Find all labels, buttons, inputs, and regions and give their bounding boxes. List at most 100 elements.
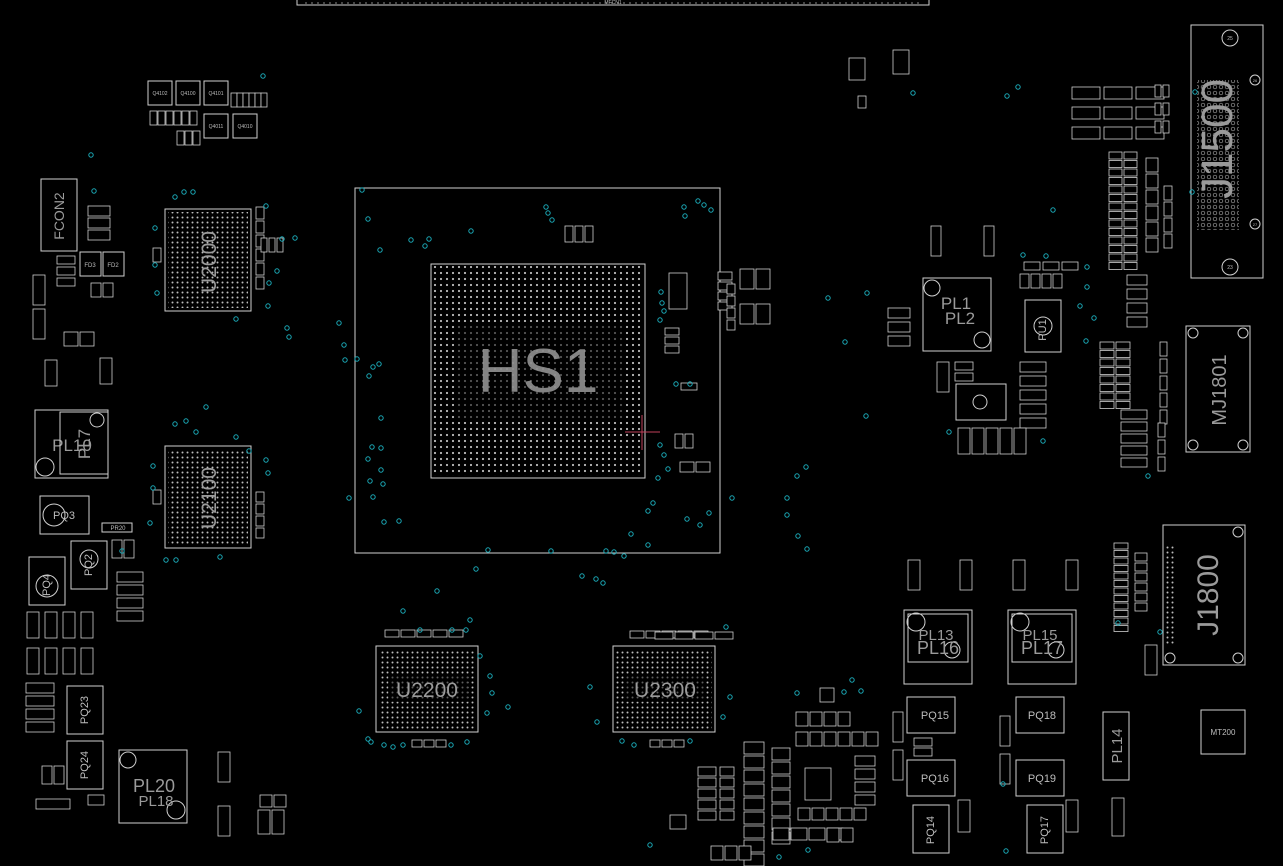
via xyxy=(1004,93,1010,99)
pq19-transistor: PQ19 xyxy=(1015,759,1065,797)
smd-pad xyxy=(116,584,144,596)
pu1-chip: PU1 xyxy=(1024,299,1062,353)
smd-pad xyxy=(679,461,695,473)
via xyxy=(681,204,687,210)
smd-pad xyxy=(62,611,76,639)
smd-pad xyxy=(273,794,287,808)
via xyxy=(265,303,271,309)
smd-pad xyxy=(1134,592,1148,602)
mj1801-connector: MJ1801 xyxy=(1185,325,1251,453)
smd-pad xyxy=(1123,168,1138,177)
smd-pad xyxy=(79,331,95,347)
q4011-label: Q4011 xyxy=(209,124,224,130)
smd-pad xyxy=(809,731,823,747)
smd-pad xyxy=(1162,120,1170,134)
smd-pad xyxy=(271,809,285,835)
smd-pad xyxy=(1108,160,1123,168)
smd-pad xyxy=(743,783,765,797)
smd-pad xyxy=(1123,151,1138,160)
smd-pad xyxy=(684,433,694,449)
via xyxy=(260,73,266,79)
smd-pad xyxy=(1019,273,1030,289)
q4102-label: Q4102 xyxy=(152,91,167,97)
fcon2-connector: FCON2 xyxy=(40,178,78,252)
via xyxy=(784,495,790,501)
via xyxy=(1003,848,1009,854)
pq3-transistor: PQ3 xyxy=(39,495,90,535)
via xyxy=(390,744,396,750)
pl14-label: PL14 xyxy=(1109,728,1126,763)
pq23-transistor: PQ23 xyxy=(66,685,104,735)
smd-pad xyxy=(1115,367,1131,375)
smd-pad xyxy=(719,788,735,799)
smd-pad xyxy=(35,798,71,810)
via xyxy=(152,262,158,268)
top-connector: MFCN1 xyxy=(296,0,930,6)
via xyxy=(650,500,656,506)
via xyxy=(193,429,199,435)
u2000-chip: U2000 xyxy=(164,208,252,312)
via xyxy=(621,553,627,559)
smd-pad xyxy=(790,827,808,841)
smd-pad xyxy=(116,610,144,622)
smd-pad xyxy=(719,810,735,821)
pl1-inductor: PL1 PL2 xyxy=(922,277,992,352)
smd-pad xyxy=(157,110,166,126)
smd-pad xyxy=(1099,367,1115,375)
fd2-label: FD2 xyxy=(107,263,119,269)
via xyxy=(473,566,479,572)
smd-pad xyxy=(181,110,190,126)
via xyxy=(1091,315,1097,321)
via xyxy=(463,627,469,633)
smd-pad xyxy=(1145,237,1159,253)
via xyxy=(864,290,870,296)
via xyxy=(246,448,252,454)
smd-pad xyxy=(1159,392,1168,408)
via xyxy=(803,464,809,470)
via xyxy=(1083,338,1089,344)
via xyxy=(505,704,511,710)
smd-pad xyxy=(907,559,921,591)
via xyxy=(708,207,714,213)
smd-pad xyxy=(564,225,574,243)
via xyxy=(645,542,651,548)
smd-pad xyxy=(999,753,1011,785)
smd-pad xyxy=(719,799,735,810)
via xyxy=(356,708,362,714)
smd-pad xyxy=(1061,261,1079,271)
via xyxy=(377,247,383,253)
smd-pad xyxy=(1099,341,1115,350)
smd-pad xyxy=(1041,273,1052,289)
via xyxy=(172,421,178,427)
smd-pad xyxy=(999,427,1013,455)
via xyxy=(381,519,387,525)
smd-pad xyxy=(1123,245,1138,253)
via xyxy=(173,557,179,563)
smd-pad xyxy=(772,827,790,841)
via xyxy=(359,187,365,193)
smd-pad xyxy=(851,731,865,747)
pl15-label: PL15 xyxy=(1022,627,1057,644)
smd-pad xyxy=(1012,559,1026,591)
pq17-transistor: PQ17 xyxy=(1026,804,1064,854)
smd-pad xyxy=(664,345,680,354)
via xyxy=(659,300,665,306)
smd-pad xyxy=(63,331,79,347)
smd-pad xyxy=(697,766,717,777)
smd-pad xyxy=(1123,236,1138,245)
smd-pad xyxy=(887,307,911,319)
via xyxy=(1192,89,1198,95)
pq1-transistor xyxy=(955,383,1007,421)
smd-pad xyxy=(1154,84,1162,98)
smd-pad xyxy=(1134,552,1148,562)
u2200-label: U2200 xyxy=(396,679,458,702)
smd-pad xyxy=(26,647,40,675)
pq16-label: PQ16 xyxy=(921,773,949,785)
smd-pad xyxy=(726,295,736,307)
pq17-label: PQ17 xyxy=(1039,816,1051,844)
pl7-label: PL7 xyxy=(75,429,94,459)
via xyxy=(217,554,223,560)
smd-pad xyxy=(1113,625,1129,632)
via xyxy=(400,608,406,614)
smd-pad xyxy=(260,92,268,108)
